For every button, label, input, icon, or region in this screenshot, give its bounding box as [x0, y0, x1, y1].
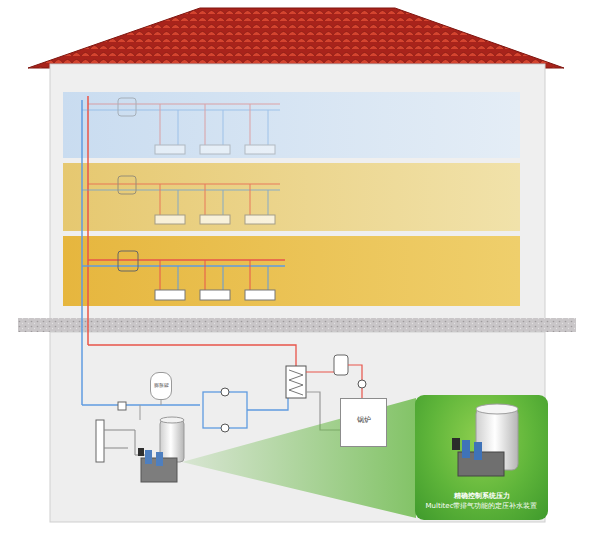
- valve-symbol: [118, 402, 126, 410]
- return-riser: [81, 100, 83, 405]
- unit-motor: [156, 452, 163, 466]
- return-pipe: [268, 190, 269, 215]
- pump-symbol: [221, 388, 229, 396]
- supply-pipe: [205, 184, 206, 215]
- building-wall: [50, 64, 545, 320]
- roof: [28, 8, 564, 68]
- filter-vessel: [96, 420, 104, 462]
- air-separator: [118, 98, 136, 116]
- return-pipe: [223, 110, 224, 145]
- supply-pipe: [160, 260, 161, 290]
- return-pipe: [82, 404, 200, 405]
- fan-coil: [200, 145, 230, 154]
- ground-strip: [18, 318, 576, 332]
- return-pipe: [178, 266, 179, 290]
- separator-vessel: [334, 355, 348, 375]
- return-pipe: [268, 110, 269, 145]
- supply-pipe: [160, 104, 161, 145]
- tank-label: 膨胀罐: [154, 383, 169, 389]
- callout-box: 精确控制系统压力Multitec带排气功能的定压补水装置: [415, 395, 548, 520]
- supply-pipe: [205, 260, 206, 290]
- unit-controller: [138, 448, 144, 456]
- pressure-unit: [138, 417, 184, 482]
- pump-loop: [203, 392, 247, 428]
- return-pipe: [178, 110, 179, 145]
- floor-piping: [82, 251, 285, 300]
- unit-tank-top: [160, 417, 184, 423]
- supply-riser: [87, 96, 89, 345]
- connection-pipe: [161, 400, 162, 405]
- floor-band: [63, 236, 520, 306]
- heat-exchanger: [286, 366, 306, 398]
- return-pipe: [178, 190, 179, 215]
- air-separator: [118, 176, 136, 194]
- return-pipe: [82, 265, 285, 266]
- fan-coil: [200, 215, 230, 224]
- floor-piping: [82, 98, 280, 154]
- supply-pipe: [250, 184, 251, 215]
- fan-coil: [245, 215, 275, 224]
- pump-symbol: [221, 424, 229, 432]
- fan-coil: [155, 290, 185, 300]
- boiler-label: 锅炉: [341, 415, 386, 425]
- fan-coil: [155, 145, 185, 154]
- fan-coil: [155, 215, 185, 224]
- unit-tank: [160, 420, 184, 462]
- connection-pipe: [140, 405, 141, 420]
- callout-title: 精确控制系统压力: [454, 492, 510, 501]
- heat-exchanger-coil: [289, 370, 303, 395]
- connection-pipe: [104, 430, 150, 455]
- floor-band: [63, 163, 520, 231]
- air-separator: [118, 251, 138, 271]
- supply-pipe: [250, 104, 251, 145]
- connection-pipe: [104, 448, 128, 449]
- supply-pipe: [88, 183, 280, 184]
- unit-motor: [145, 450, 152, 464]
- callout-beam: [182, 398, 416, 518]
- fan-coil: [200, 290, 230, 300]
- supply-pipe: [88, 345, 296, 368]
- return-pipe: [223, 266, 224, 290]
- pump-symbol: [358, 380, 366, 388]
- fan-coil: [245, 290, 275, 300]
- fan-coil: [245, 145, 275, 154]
- control-assembly: [96, 402, 150, 462]
- return-pipe: [247, 398, 288, 410]
- expansion-tank: 膨胀罐: [150, 372, 172, 400]
- supply-pipe: [205, 104, 206, 145]
- floor-piping: [82, 176, 280, 224]
- supply-pipe: [250, 260, 251, 290]
- boiler-box: 锅炉: [340, 398, 387, 447]
- callout-subtitle: Multitec带排气功能的定压补水装置: [425, 502, 537, 511]
- return-pipe: [268, 266, 269, 290]
- supply-pipe: [160, 184, 161, 215]
- return-pipe: [223, 190, 224, 215]
- supply-pipe: [88, 103, 280, 104]
- floor-band: [63, 92, 520, 158]
